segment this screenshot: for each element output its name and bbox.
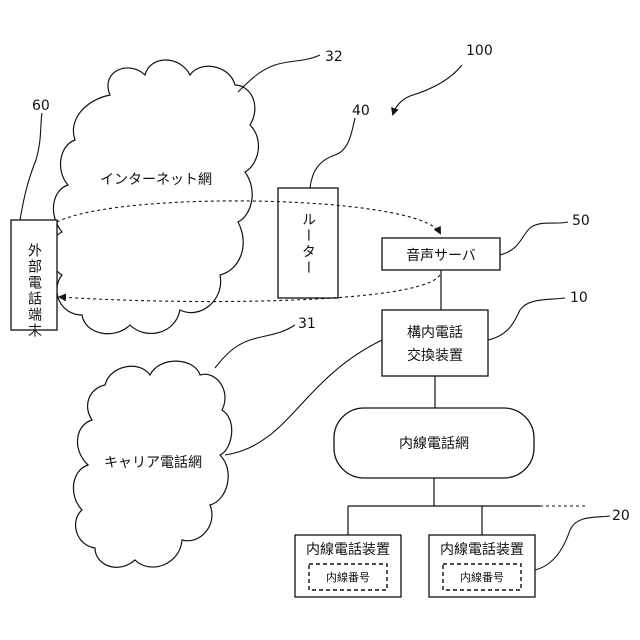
ref-20: 20 bbox=[612, 508, 630, 524]
carrier-label: キャリア電話網 bbox=[104, 454, 202, 471]
internet-cloud bbox=[50, 60, 258, 334]
internet-label: インターネット網 bbox=[100, 172, 212, 188]
leader-10 bbox=[488, 298, 565, 340]
leader-50 bbox=[500, 222, 568, 255]
extension-device-2-label: 内線電話装置 bbox=[440, 541, 524, 558]
leader-20 bbox=[535, 516, 610, 570]
ref-60: 60 bbox=[32, 98, 50, 114]
ref-100: 100 bbox=[466, 43, 493, 59]
ref-31: 31 bbox=[298, 316, 316, 332]
leader-31 bbox=[215, 325, 295, 368]
pbx-label-line2: 交換装置 bbox=[407, 347, 463, 364]
ref-50: 50 bbox=[572, 213, 590, 229]
system-arrow-100 bbox=[393, 65, 462, 114]
extension-network-label: 内線電話網 bbox=[399, 435, 469, 452]
ref-40: 40 bbox=[352, 103, 370, 119]
pbx-exchange bbox=[382, 310, 488, 376]
leader-40 bbox=[310, 118, 355, 188]
ref-10: 10 bbox=[570, 290, 588, 306]
leader-32 bbox=[238, 55, 320, 92]
external-terminal-label: 外部電話端末 bbox=[26, 243, 42, 339]
extension-number-2-label: 内線番号 bbox=[460, 570, 504, 584]
extension-number-1-label: 内線番号 bbox=[326, 570, 370, 584]
leader-60 bbox=[20, 113, 42, 220]
pbx-label-line1: 構内電話 bbox=[407, 324, 463, 341]
ref-32: 32 bbox=[325, 49, 343, 65]
voice-server-label: 音声サーバ bbox=[406, 247, 476, 264]
router-label: ルーター bbox=[300, 212, 316, 276]
extension-device-1-label: 内線電話装置 bbox=[306, 541, 390, 558]
